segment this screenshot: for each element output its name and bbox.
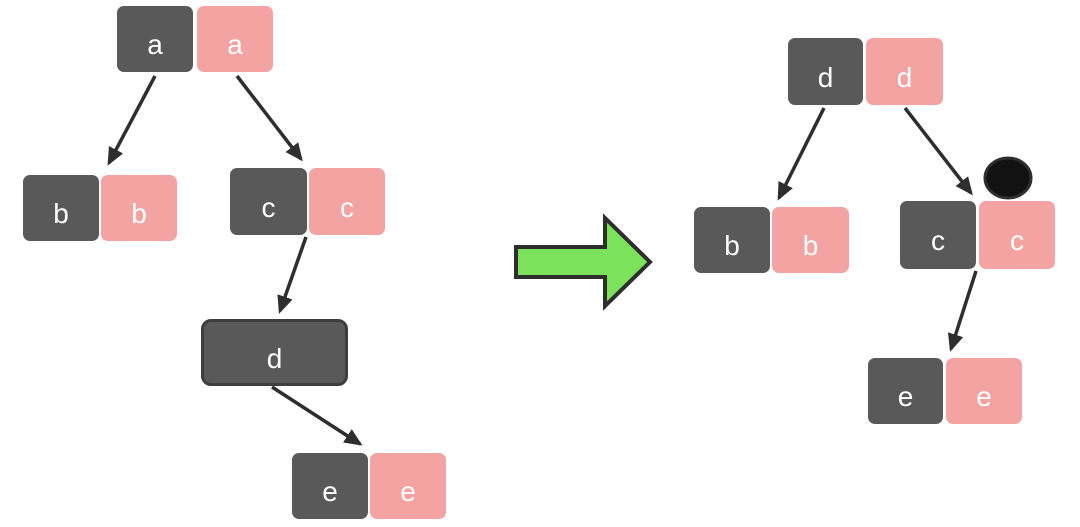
left-edge-a-c xyxy=(235,74,303,162)
right-edge-c-e xyxy=(947,270,978,352)
right-node-d-dark-box: d xyxy=(788,38,863,105)
right-node-c-pink-box: c xyxy=(979,201,1055,269)
right-node-d-pink-box: d xyxy=(866,38,943,105)
black-oval-marker-icon xyxy=(983,156,1033,200)
left-node-b-dark-box: b xyxy=(23,175,99,241)
left-node-d-wide-box: d xyxy=(201,319,348,386)
left-edge-c-d xyxy=(277,236,308,314)
right-edge-d-c xyxy=(903,106,973,196)
left-node-a-dark-box: a xyxy=(117,6,193,72)
right-edge-d-b xyxy=(777,107,826,201)
left-node-c-dark-box: c xyxy=(230,168,307,235)
transform-arrow-icon xyxy=(514,213,653,311)
left-node-e-dark-box: e xyxy=(292,453,368,519)
left-edge-a-b xyxy=(107,75,157,166)
right-node-c-dark-box: c xyxy=(900,201,976,269)
left-edge-d-e xyxy=(271,385,363,446)
left-node-c-pink-box: c xyxy=(309,168,385,235)
right-node-b-dark-box: b xyxy=(694,207,770,273)
left-node-e-pink-box: e xyxy=(370,453,446,519)
right-node-b-pink-box: b xyxy=(772,207,849,273)
right-node-e-dark-box: e xyxy=(868,358,943,424)
left-node-a-pink-box: a xyxy=(197,6,273,72)
right-node-e-pink-box: e xyxy=(946,358,1022,424)
left-node-b-pink-box: b xyxy=(101,175,177,241)
